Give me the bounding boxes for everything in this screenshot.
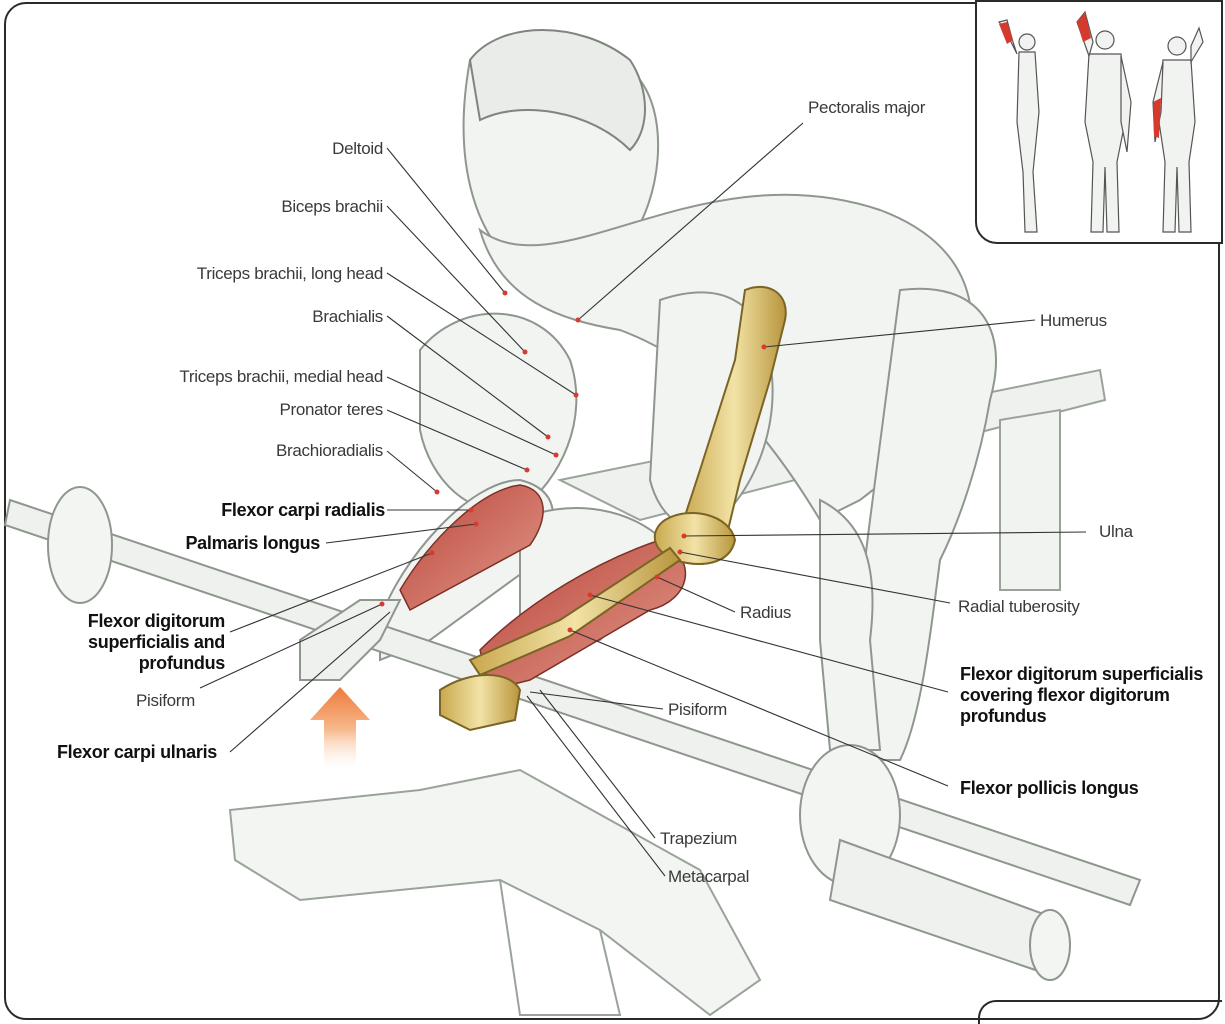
label-pisiform-right: Pisiform bbox=[668, 700, 727, 720]
label-flexor-digitorum-sup-prof: Flexor digitorum superficialis and profu… bbox=[45, 611, 225, 674]
corner-panel bbox=[978, 1000, 1222, 1024]
label-flexor-digitorum-sup-prof-line3: profundus bbox=[45, 653, 225, 674]
label-flexor-digitorum-sup-prof-line2: superficialis and bbox=[45, 632, 225, 653]
label-flexor-digitorum-covering: Flexor digitorum superficialis covering … bbox=[960, 664, 1220, 727]
label-pronator-teres: Pronator teres bbox=[279, 400, 383, 420]
label-biceps-brachii: Biceps brachii bbox=[281, 197, 383, 217]
label-flexor-pollicis-longus: Flexor pollicis longus bbox=[960, 778, 1138, 798]
label-radial-tuberosity: Radial tuberosity bbox=[958, 597, 1080, 617]
label-pectoralis-major: Pectoralis major bbox=[808, 98, 925, 118]
up-arrow-icon bbox=[310, 687, 370, 772]
label-metacarpal: Metacarpal bbox=[668, 867, 749, 887]
label-deltoid: Deltoid bbox=[332, 139, 383, 159]
label-triceps-medial-head: Triceps brachii, medial head bbox=[179, 367, 383, 387]
label-triceps-long-head: Triceps brachii, long head bbox=[197, 264, 383, 284]
muscle-figures-inset bbox=[975, 0, 1223, 244]
muscle-figures-icon bbox=[977, 2, 1221, 242]
label-flexor-digitorum-covering-line1: Flexor digitorum superficialis bbox=[960, 664, 1220, 685]
label-radius: Radius bbox=[740, 603, 791, 623]
label-flexor-digitorum-covering-line2: covering flexor digitorum bbox=[960, 685, 1220, 706]
label-humerus: Humerus bbox=[1040, 311, 1107, 331]
label-trapezium: Trapezium bbox=[660, 829, 737, 849]
label-ulna: Ulna bbox=[1099, 522, 1133, 542]
label-flexor-digitorum-covering-line3: profundus bbox=[960, 706, 1220, 727]
label-brachioradialis: Brachioradialis bbox=[276, 441, 383, 461]
athlete-body bbox=[380, 35, 996, 760]
label-flexor-digitorum-sup-prof-line1: Flexor digitorum bbox=[45, 611, 225, 632]
label-flexor-carpi-ulnaris: Flexor carpi ulnaris bbox=[57, 742, 217, 762]
label-brachialis: Brachialis bbox=[312, 307, 383, 327]
label-pisiform-left: Pisiform bbox=[136, 691, 195, 711]
label-palmaris-longus: Palmaris longus bbox=[185, 533, 320, 553]
label-flexor-carpi-radialis: Flexor carpi radialis bbox=[221, 500, 385, 520]
